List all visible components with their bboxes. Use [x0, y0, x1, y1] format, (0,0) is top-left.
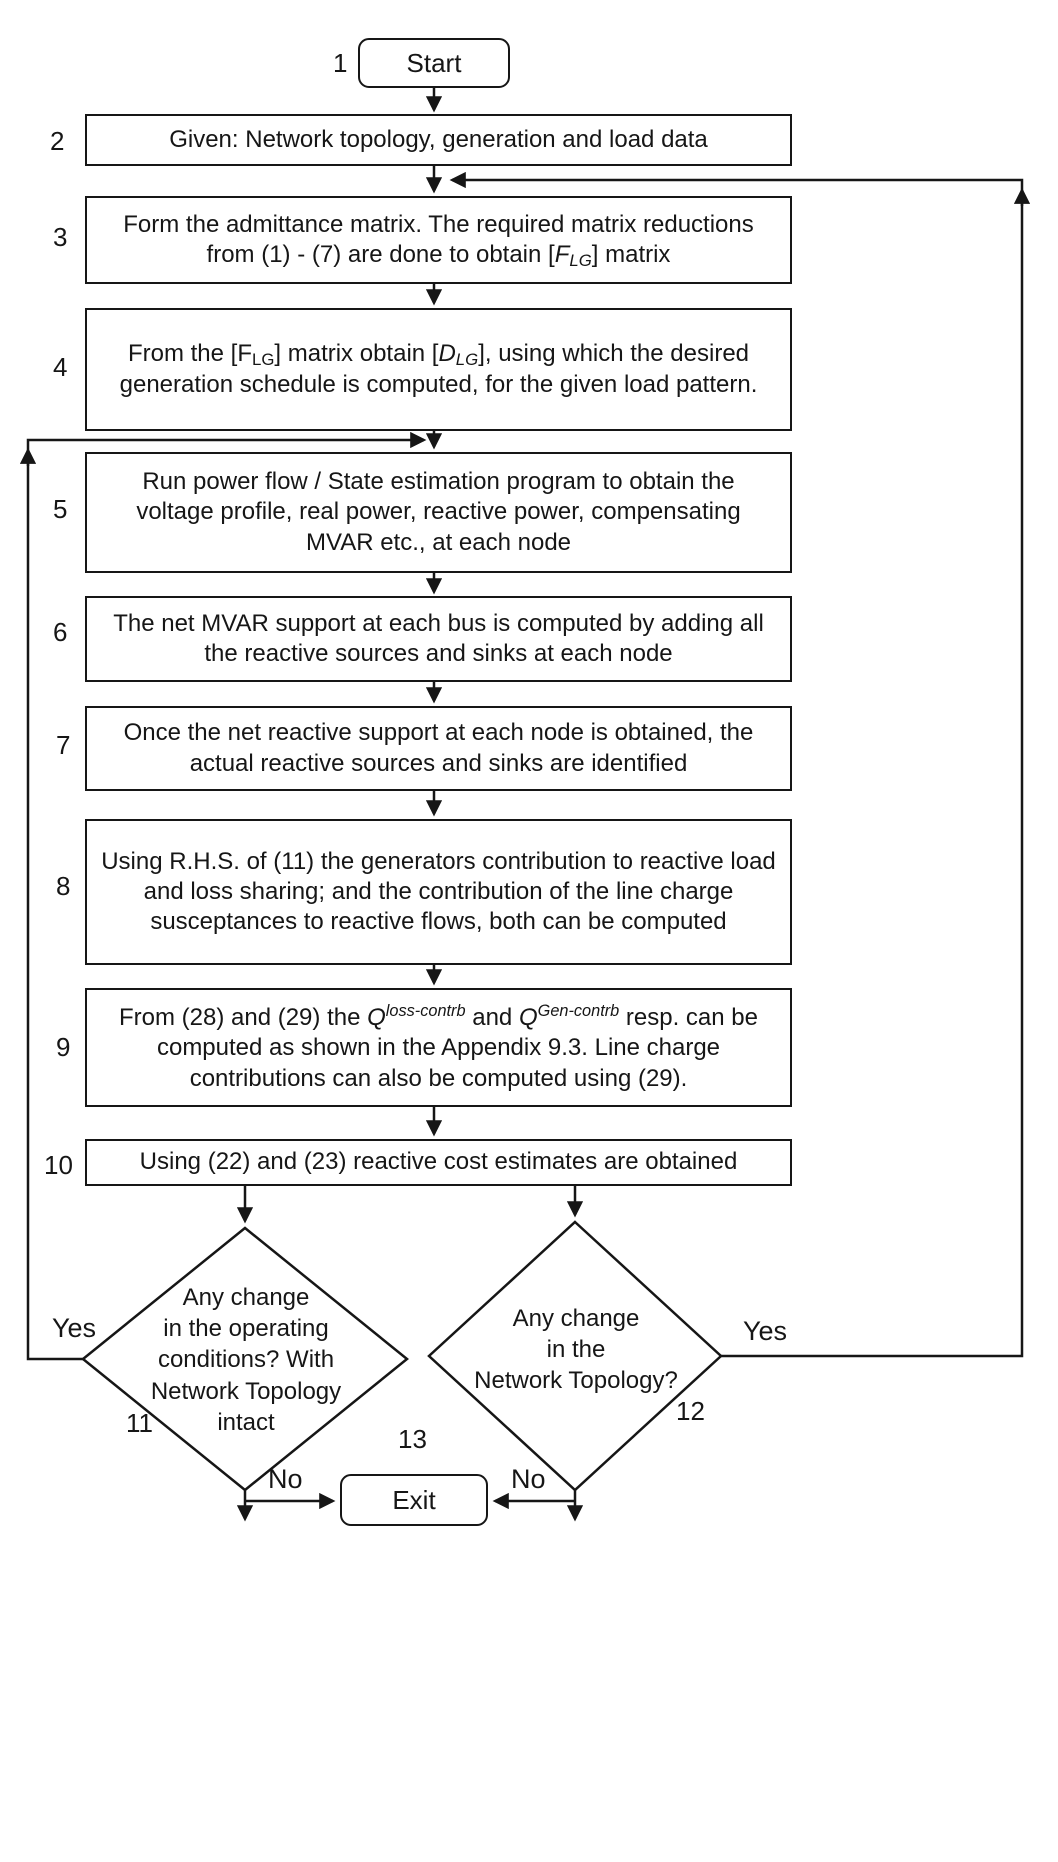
- text-segment: ] matrix obtain [: [274, 340, 439, 368]
- edge-yes-topology-loop: [449, 171, 1024, 1358]
- text-segment: loss-contrb: [385, 1002, 466, 1021]
- text-segment: D: [438, 340, 456, 368]
- flg-matrix-symbol: FLG: [554, 241, 592, 271]
- exit-terminator: Exit: [340, 1474, 488, 1526]
- step-number-11: 11: [126, 1408, 153, 1438]
- text-segment: Q: [518, 1004, 538, 1032]
- text-segment: resp. can be computed as shown in the Ap…: [156, 1004, 758, 1092]
- process-box-q-computation-text: From (28) and (29) the Qloss-contrb and …: [101, 1001, 776, 1094]
- dlg-matrix-symbol: DLG: [438, 340, 479, 370]
- process-box-identify-sources-text: Once the net reactive support at each no…: [123, 719, 754, 777]
- text-segment: From the [: [127, 340, 238, 368]
- text-segment: ] matrix: [591, 241, 671, 268]
- process-box-identify-sources: Once the net reactive support at each no…: [85, 706, 792, 791]
- step-number-12: 12: [676, 1396, 705, 1426]
- text-segment: ], using which the desired generation sc…: [119, 340, 758, 398]
- process-box-rhs-contribution: Using R.H.S. of (11) the generators cont…: [85, 819, 792, 965]
- start-terminator: Start: [358, 38, 510, 88]
- exit-label: Exit: [392, 1484, 436, 1515]
- process-box-power-flow: Run power flow / State estimation progra…: [85, 452, 792, 573]
- q-gen-contrb-symbol: QGen-contrb: [518, 1002, 620, 1032]
- text-segment: F: [554, 241, 570, 268]
- text-segment: LG: [569, 251, 592, 271]
- flg-matrix-symbol: FLG: [237, 340, 275, 370]
- text-segment: Q: [367, 1004, 386, 1032]
- decision-diamond-operating-conditions: [81, 1226, 409, 1492]
- step-number-8: 8: [56, 871, 71, 901]
- process-box-net-mvar: The net MVAR support at each bus is comp…: [85, 596, 792, 682]
- text-segment: F: [237, 340, 252, 368]
- yes-label-left: Yes: [52, 1313, 97, 1343]
- step-number-4: 4: [53, 352, 68, 382]
- start-label: Start: [406, 47, 462, 78]
- step-number-2: 2: [50, 126, 65, 156]
- edge-yes-operating-loop: [26, 431, 427, 1361]
- yes-label-right: Yes: [743, 1316, 788, 1346]
- process-box-cost-estimates-text: Using (22) and (23) reactive cost estima…: [139, 1148, 738, 1176]
- step-number-6: 6: [53, 617, 68, 647]
- step-number-13: 13: [398, 1424, 427, 1454]
- decision-network-topology-text: Any change in the Network Topology?: [474, 1305, 678, 1395]
- process-box-q-computation: From (28) and (29) the Qloss-contrb and …: [85, 988, 792, 1107]
- process-box-cost-estimates: Using (22) and (23) reactive cost estima…: [85, 1139, 792, 1186]
- text-segment: and: [465, 1004, 519, 1032]
- text-segment: LG: [252, 350, 275, 370]
- process-box-power-flow-text: Run power flow / State estimation progra…: [136, 468, 741, 556]
- process-box-generation-schedule-text: From the [FLG] matrix obtain [DLG], usin…: [101, 339, 776, 399]
- text-segment: LG: [455, 350, 479, 370]
- process-box-given-data-text: Given: Network topology, generation and …: [169, 125, 708, 153]
- q-loss-contrb-symbol: Qloss-contrb: [367, 1002, 466, 1032]
- process-box-admittance-matrix: Form the admittance matrix. The required…: [85, 196, 792, 284]
- no-label-right: No: [511, 1464, 546, 1494]
- process-box-given-data: Given: Network topology, generation and …: [85, 114, 792, 166]
- step-number-7: 7: [56, 730, 71, 760]
- process-box-rhs-contribution-text: Using R.H.S. of (11) the generators cont…: [101, 847, 776, 936]
- decision-diamond-network-topology: [427, 1220, 723, 1492]
- step-number-10: 10: [44, 1150, 73, 1180]
- process-box-generation-schedule: From the [FLG] matrix obtain [DLG], usin…: [85, 308, 792, 431]
- step-number-1: 1: [333, 48, 348, 78]
- step-number-5: 5: [53, 494, 68, 524]
- process-box-net-mvar-text: The net MVAR support at each bus is comp…: [113, 609, 764, 667]
- text-segment: Gen-contrb: [537, 1002, 620, 1021]
- step-number-9: 9: [56, 1032, 71, 1062]
- text-segment: Form the admittance matrix. The required…: [123, 210, 754, 268]
- decision-operating-conditions-text: Any change in the operating conditions? …: [150, 1284, 342, 1436]
- text-segment: From (28) and (29) the: [119, 1004, 368, 1032]
- no-label-left: No: [268, 1464, 303, 1494]
- process-box-admittance-matrix-text: Form the admittance matrix. The required…: [101, 210, 776, 270]
- step-number-3: 3: [53, 222, 68, 252]
